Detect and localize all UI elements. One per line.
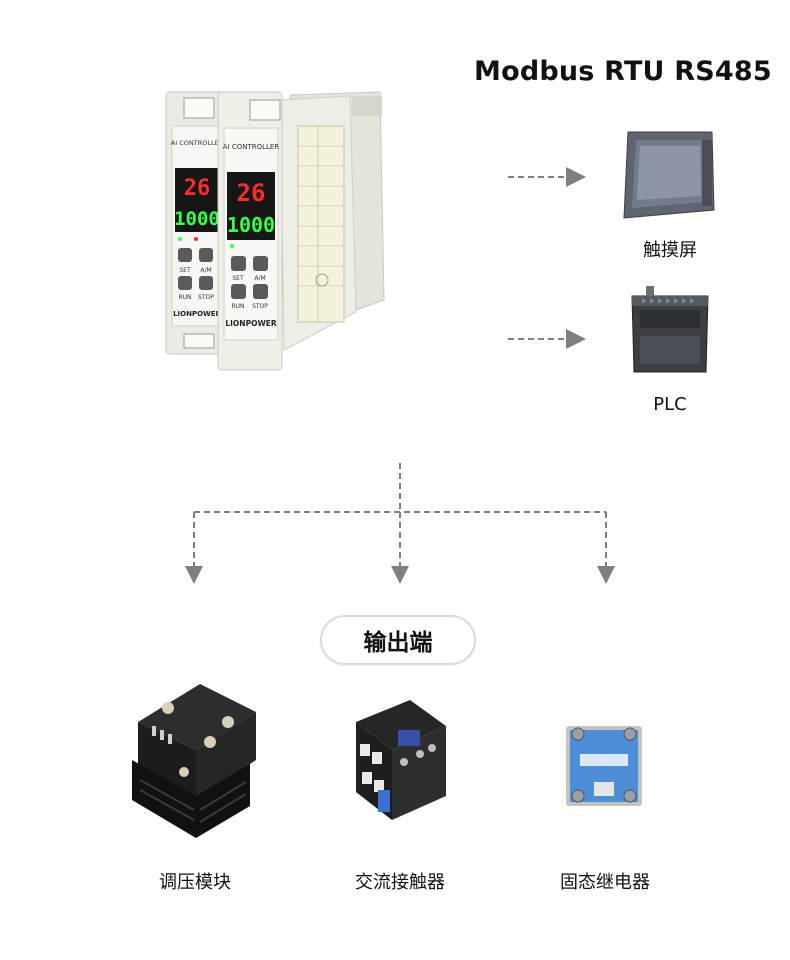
unit2-brand: LIONPOWER <box>225 319 276 328</box>
unit1-sv-display: 1000 <box>174 208 220 230</box>
svg-text:SET: SET <box>232 275 244 282</box>
temperature-controller-image: AI CONTROLLER 26 1000 SET A/M RUN STOP L… <box>165 91 385 371</box>
voltage-module-label: 调压模块 <box>159 872 231 893</box>
touch-screen-icon <box>623 131 715 219</box>
plc-label: PLC <box>653 394 687 415</box>
solid-state-relay-icon <box>566 726 642 806</box>
unit2-model-text: AI CONTROLLER <box>223 143 280 151</box>
unit1-model-text: AI CONTROLLER <box>171 139 224 147</box>
unit2-keypad: SET A/M RUN STOP <box>231 256 268 310</box>
ac-contactor-icon <box>356 700 446 820</box>
unit2-sv-display: 1000 <box>227 213 275 237</box>
contactor-label: 交流接触器 <box>355 872 445 893</box>
svg-text:SET: SET <box>179 267 191 274</box>
unit1-pv-display: 26 <box>184 176 211 201</box>
output-title-pill: 输出端 <box>320 615 476 665</box>
page-title: Modbus RTU RS485 <box>474 56 772 87</box>
svg-text:A/M: A/M <box>200 267 211 274</box>
unit1-brand: LIONPOWER <box>173 310 221 318</box>
svg-text:STOP: STOP <box>198 294 214 301</box>
output-branch-lines <box>194 463 606 513</box>
touch-screen-label: 触摸屏 <box>643 240 697 261</box>
svg-text:RUN: RUN <box>178 294 191 301</box>
svg-text:A/M: A/M <box>254 275 265 282</box>
svg-text:STOP: STOP <box>252 303 268 310</box>
unit2-pv-display: 26 <box>237 179 266 207</box>
voltage-regulator-module-icon <box>132 684 256 838</box>
plc-icon <box>631 286 709 373</box>
svg-text:RUN: RUN <box>231 303 244 310</box>
unit1-keypad: SET A/M RUN STOP <box>178 248 214 301</box>
output-title: 输出端 <box>363 630 433 656</box>
ssr-label: 固态继电器 <box>560 872 650 893</box>
